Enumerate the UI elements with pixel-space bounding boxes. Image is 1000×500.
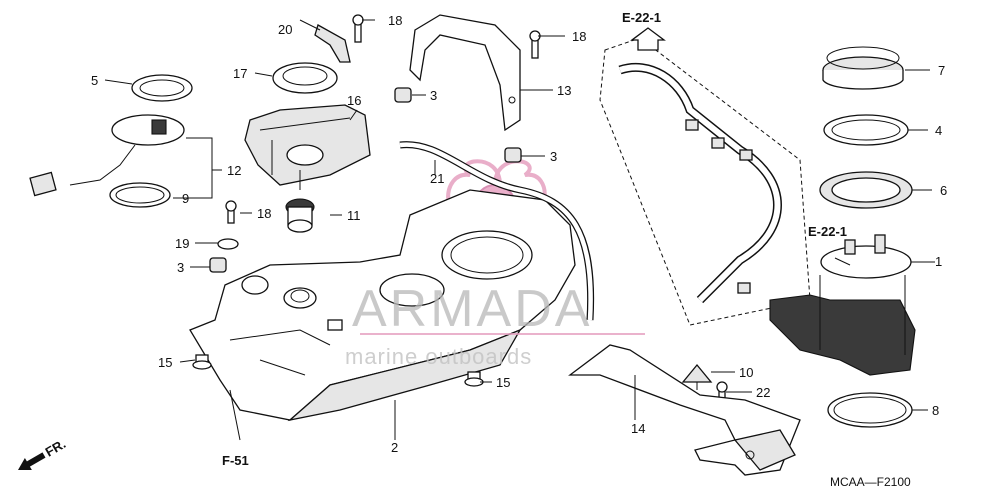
label-part-18-left: 18 [257, 206, 271, 221]
ref-e22-mid: E-22-1 [808, 224, 847, 239]
bracket-part-13 [409, 14, 521, 132]
leader-lines [104, 19, 935, 441]
cap-part-11 [285, 198, 315, 233]
ring-part-17 [272, 62, 338, 94]
label-part-13: 13 [557, 83, 571, 98]
oring-part-9 [109, 182, 171, 208]
part-labels: 1 2 3 3 3 4 5 6 7 8 9 10 11 12 13 14 15 … [91, 13, 947, 455]
fuel-pump-cap-part-7 [822, 46, 904, 90]
label-part-17: 17 [233, 66, 247, 81]
label-part-18-top: 18 [388, 13, 402, 28]
label-part-9: 9 [182, 191, 189, 206]
label-part-3-left: 3 [177, 260, 184, 275]
label-part-4: 4 [935, 123, 942, 138]
watermark-subtitle: marine outboards [345, 344, 532, 369]
bolt-parts-15 [192, 354, 484, 387]
label-part-8: 8 [932, 403, 939, 418]
diagram-code: MCAA—F2100 [830, 475, 911, 489]
label-part-10: 10 [739, 365, 753, 380]
label-part-7: 7 [938, 63, 945, 78]
ref-f51: F-51 [222, 453, 249, 468]
gasket-part-5 [131, 74, 193, 102]
label-part-21: 21 [430, 171, 444, 186]
sender-part-12 [29, 114, 185, 197]
hose-assembly-box [599, 37, 811, 326]
label-part-1: 1 [935, 254, 942, 269]
label-part-2: 2 [391, 440, 398, 455]
label-part-12: 12 [227, 163, 241, 178]
label-part-18-right: 18 [572, 29, 586, 44]
ring-part-4 [823, 114, 909, 146]
reference-labels: E-22-1 E-22-1 F-51 [222, 10, 847, 468]
front-arrow-icon: FR. [18, 436, 69, 471]
up-arrow-icon [630, 27, 666, 51]
label-part-15-left: 15 [158, 355, 172, 370]
hose-part-21 [399, 141, 595, 321]
label-part-6: 6 [940, 183, 947, 198]
ref-e22-top: E-22-1 [622, 10, 661, 25]
label-part-11: 11 [347, 208, 361, 223]
bracket-part-14 [568, 344, 801, 476]
fuel-tank [189, 189, 576, 422]
cover-part-16 [244, 104, 371, 190]
clip-part-20 [314, 24, 351, 63]
label-part-22: 22 [756, 385, 770, 400]
mount-part-10 [681, 363, 713, 390]
ring-part-8 [827, 392, 913, 428]
label-part-3-mid: 3 [550, 149, 557, 164]
label-part-19: 19 [175, 236, 189, 251]
label-part-3-top: 3 [430, 88, 437, 103]
front-label: FR. [43, 436, 69, 459]
label-part-15-right: 15 [496, 375, 510, 390]
ring-part-6 [819, 171, 913, 209]
label-part-14: 14 [631, 421, 645, 436]
label-part-5: 5 [91, 73, 98, 88]
watermark-title: ARMADA [352, 280, 592, 338]
watermark: ARMADA marine outboards [345, 280, 645, 369]
label-part-20: 20 [278, 22, 292, 37]
label-part-16: 16 [347, 93, 361, 108]
fuel-pump-part-1 [769, 234, 916, 376]
